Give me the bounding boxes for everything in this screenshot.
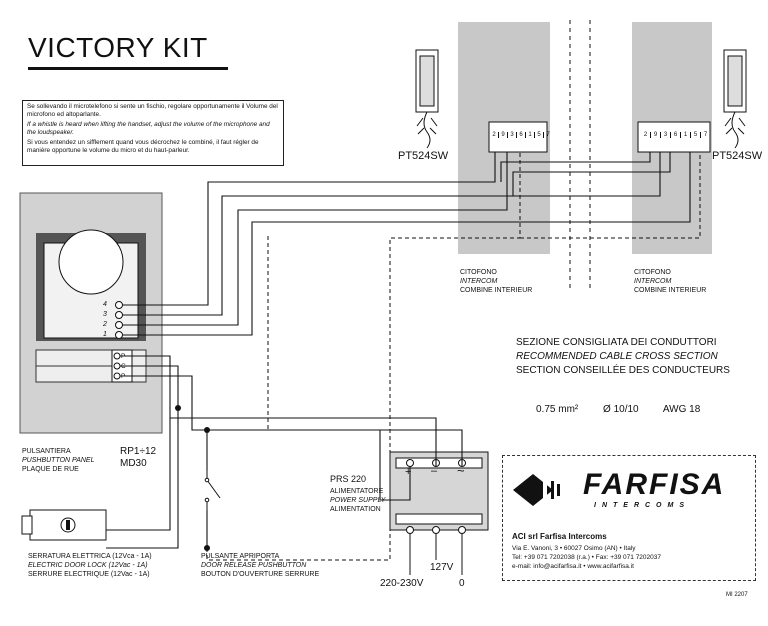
handset-left-model: PT524SW	[398, 150, 449, 162]
farfisa-logo-icon	[513, 474, 560, 506]
caption-fr: BOUTON D'OUVERTURE SERRURE	[201, 571, 320, 578]
cross-it: SEZIONE CONSIGLIATA DEI CONDUTTORI	[516, 337, 717, 348]
document-code: MI 2207	[726, 592, 748, 598]
terminal-label: 3	[508, 132, 517, 138]
company-address: Via E. Vanoni, 3 • 60027 Osimo (AN) • It…	[512, 545, 636, 552]
panel-models: RP1÷12 MD30	[120, 446, 156, 470]
psu-plus: +	[405, 466, 412, 478]
terminal-label: 4	[103, 301, 107, 308]
intercom-left-terminals: 2 9 3 6 1 5 7	[490, 132, 552, 138]
caption-it: SERRATURA ELETTRICA (12Vca - 1A)	[28, 553, 152, 560]
psu-v-in: 220-230V	[380, 578, 424, 589]
page-title: VICTORY KIT	[28, 32, 208, 63]
panel-terminal-numbers: 4 3 2 1	[103, 300, 107, 340]
caption-it: CITOFONO	[634, 269, 671, 276]
terminal-label: 5	[535, 132, 544, 138]
caption-en: INTERCOM	[634, 278, 672, 285]
terminal-label: P	[121, 373, 126, 380]
caption-it: PULSANTIERA	[22, 448, 71, 455]
intercom-left-caption: CITOFONO INTERCOM COMBINE INTERIEUR	[460, 268, 532, 295]
intercom-right-terminal-box	[637, 121, 711, 153]
terminal-label: 7	[703, 132, 708, 138]
terminal-label: 6	[517, 132, 526, 138]
caption-fr: SERRURE ELECTRIQUE (12Vac - 1A)	[28, 571, 150, 578]
terminal-label: 7	[546, 132, 550, 138]
psu-v-zero: 0	[459, 578, 465, 589]
panel-model-2: MD30	[120, 458, 147, 469]
psu-ac: ~	[457, 463, 465, 478]
panel-model-1: RP1÷12	[120, 446, 157, 457]
terminal-label: 1	[103, 331, 107, 338]
caption-en: POWER SUPPLY	[330, 497, 386, 504]
terminal-label: P	[121, 353, 126, 360]
panel-speaker-icon	[58, 229, 124, 295]
spec-diameter: Ø 10/10	[603, 404, 639, 415]
caption-it: CITOFONO	[460, 269, 497, 276]
door-release-switch-icon	[204, 470, 221, 510]
terminal-label: 1	[526, 132, 535, 138]
company-tel: Tel: +39 071 7202038 (r.a.) • Fax: +39 0…	[512, 554, 661, 561]
psu-v-mid: 127V	[430, 562, 454, 573]
brand-name: FARFISA	[583, 468, 726, 501]
brand-box	[502, 455, 756, 581]
terminal-label: 2	[490, 132, 499, 138]
caption-it: PULSANTE APRIPORTA	[201, 553, 280, 560]
handset-right-model: PT524SW	[712, 150, 763, 162]
panel-caption: PULSANTIERA PUSHBUTTON PANEL PLAQUE DE R…	[22, 447, 94, 474]
brand-sub: INTERCOMS	[594, 502, 690, 509]
handset-right-icon	[723, 49, 747, 149]
note-fr: Si vous entendez un sifflement quand vou…	[27, 139, 259, 154]
cross-fr: SECTION CONSEILLÉE DES CONDUCTEURS	[516, 365, 730, 376]
company-info: Via E. Vanoni, 3 • 60027 Osimo (AN) • It…	[512, 544, 661, 571]
note-en: If a whistle is heard when lifting the h…	[27, 121, 270, 136]
terminal-label: 2	[641, 132, 651, 138]
caption-fr: COMBINE INTERIEUR	[460, 287, 533, 294]
title-underline	[28, 67, 228, 70]
panel-button-terminals: P C P	[121, 352, 126, 382]
handset-left-icon	[415, 49, 439, 149]
intercom-right-caption: CITOFONO INTERCOM COMBINE INTERIEUR	[634, 268, 706, 295]
psu-caption: ALIMENTATORE POWER SUPPLY ALIMENTATION	[330, 487, 385, 514]
terminal-label: 9	[651, 132, 661, 138]
caption-en: DOOR RELEASE PUSHBUTTON	[201, 562, 307, 569]
terminal-label: 3	[103, 311, 107, 318]
terminal-label: 5	[691, 132, 701, 138]
psu-minus: –	[431, 465, 438, 477]
company-email: e-mail: info@acifarfisa.it • www.acifarf…	[512, 563, 634, 570]
cable-cross-section: SEZIONE CONSIGLIATA DEI CONDUTTORI RECOM…	[516, 336, 730, 378]
psu-model: PRS 220	[330, 474, 367, 484]
caption-fr: ALIMENTATION	[330, 506, 381, 513]
spec-awg: AWG 18	[662, 404, 701, 415]
door-release-caption: PULSANTE APRIPORTA DOOR RELEASE PUSHBUTT…	[201, 552, 319, 579]
terminal-label: 3	[661, 132, 671, 138]
terminal-label: C	[121, 363, 126, 370]
door-lock-caption: SERRATURA ELETTRICA (12Vca - 1A) ELECTRI…	[28, 552, 152, 579]
terminal-label: 1	[681, 132, 691, 138]
cross-en: RECOMMENDED CABLE CROSS SECTION	[516, 351, 718, 362]
caption-fr: PLAQUE DE RUE	[22, 466, 79, 473]
caption-en: INTERCOM	[460, 278, 498, 285]
terminal-label: 6	[671, 132, 681, 138]
note-it: Se sollevando il microtelefono si sente …	[27, 103, 278, 118]
caption-en: ELECTRIC DOOR LOCK (12Vac - 1A)	[28, 562, 148, 569]
whistle-note: Se sollevando il microtelefono si sente …	[22, 100, 284, 166]
caption-it: ALIMENTATORE	[330, 488, 384, 495]
company-name: ACI srl Farfisa Intercoms	[512, 532, 607, 541]
caption-fr: COMBINE INTERIEUR	[634, 287, 707, 294]
caption-en: PUSHBUTTON PANEL	[22, 457, 95, 464]
spec-mm2: 0.75 mm²	[536, 404, 579, 415]
intercom-right-terminals: 2 9 3 6 1 5 7	[641, 132, 710, 138]
terminal-label: 9	[499, 132, 508, 138]
cable-spec: 0.75 mm² Ø 10/10 AWG 18	[536, 404, 722, 415]
terminal-label: 2	[103, 321, 107, 328]
